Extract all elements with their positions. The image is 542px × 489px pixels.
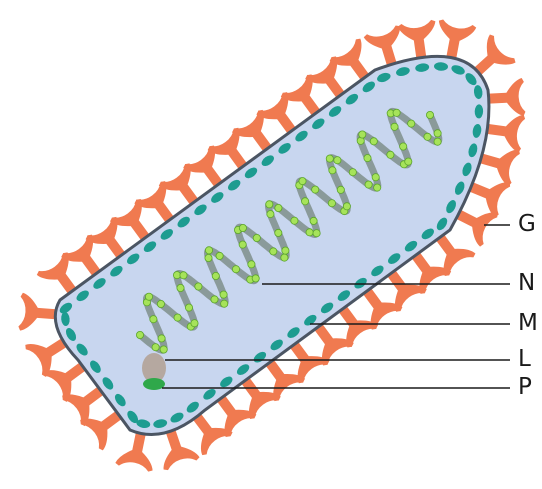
label-m: M	[518, 312, 538, 335]
nucleocapsid-bead-icon	[334, 157, 341, 164]
nucleocapsid-bead-icon	[391, 123, 398, 130]
nucleocapsid-bead-icon	[211, 296, 218, 303]
nucleocapsid-bead-icon	[312, 186, 319, 193]
nucleocapsid-bead-icon	[387, 151, 394, 158]
nucleocapsid-bead-icon	[248, 261, 255, 268]
nucleocapsid-bead-icon	[275, 204, 282, 211]
nucleocapsid-bead-icon	[349, 169, 356, 176]
nucleocapsid-bead-icon	[252, 275, 259, 282]
nucleocapsid-bead-icon	[239, 224, 246, 231]
nucleocapsid-bead-icon	[364, 155, 371, 162]
nucleocapsid-bead-icon	[205, 254, 212, 261]
p-protein-icon	[143, 378, 165, 390]
nucleocapsid-bead-icon	[270, 248, 277, 255]
nucleocapsid-bead-icon	[426, 111, 433, 118]
nucleocapsid-bead-icon	[302, 198, 309, 205]
nucleocapsid-bead-icon	[205, 247, 212, 254]
nucleocapsid-bead-icon	[185, 304, 192, 311]
glycoprotein-spike-icon	[486, 78, 526, 118]
nucleocapsid-bead-icon	[266, 201, 273, 208]
nucleocapsid-bead-icon	[145, 293, 152, 300]
glycoprotein-spike-icon	[18, 293, 59, 334]
nucleocapsid-bead-icon	[374, 184, 381, 191]
nucleocapsid-bead-icon	[365, 181, 372, 188]
nucleocapsid-bead-icon	[275, 229, 282, 236]
nucleocapsid-bead-icon	[310, 217, 317, 224]
nucleocapsid-bead-icon	[306, 229, 313, 236]
nucleocapsid-bead-icon	[299, 178, 306, 185]
nucleocapsid-bead-icon	[253, 234, 260, 241]
nucleocapsid-bead-icon	[281, 254, 288, 261]
nucleocapsid-bead-icon	[195, 283, 202, 290]
nucleocapsid-bead-icon	[180, 272, 187, 279]
nucleocapsid-bead-icon	[239, 241, 246, 248]
nucleocapsid-bead-icon	[434, 138, 441, 145]
label-l: L	[518, 348, 531, 371]
nucleocapsid-bead-icon	[313, 230, 320, 237]
nucleocapsid-bead-icon	[232, 266, 239, 273]
nucleocapsid-bead-icon	[337, 186, 344, 193]
nucleocapsid-bead-icon	[408, 120, 415, 127]
nucleocapsid-bead-icon	[400, 143, 407, 150]
nucleocapsid-bead-icon	[291, 217, 298, 224]
nucleocapsid-bead-icon	[191, 320, 198, 327]
nucleocapsid-bead-icon	[267, 211, 274, 218]
nucleocapsid-bead-icon	[177, 284, 184, 291]
nucleocapsid-bead-icon	[372, 174, 379, 181]
nucleocapsid-bead-icon	[282, 247, 289, 254]
nucleocapsid-bead-icon	[359, 131, 366, 138]
nucleocapsid-bead-icon	[158, 335, 165, 342]
nucleocapsid-bead-icon	[434, 130, 441, 137]
nucleocapsid-bead-icon	[424, 133, 431, 140]
nucleocapsid-bead-icon	[393, 109, 400, 116]
nucleocapsid-bead-icon	[160, 346, 167, 353]
nucleocapsid-bead-icon	[405, 158, 412, 165]
label-g: G	[518, 213, 536, 236]
nucleocapsid-bead-icon	[328, 200, 335, 207]
nucleocapsid-bead-icon	[329, 167, 336, 174]
nucleocapsid-bead-icon	[212, 272, 219, 279]
nucleocapsid-bead-icon	[152, 344, 159, 351]
nucleocapsid-bead-icon	[216, 252, 223, 259]
nucleocapsid-bead-icon	[174, 314, 181, 321]
nucleocapsid-bead-icon	[370, 138, 377, 145]
nucleocapsid-bead-icon	[157, 300, 164, 307]
nucleocapsid-bead-icon	[136, 331, 143, 338]
nucleocapsid-bead-icon	[326, 155, 333, 162]
nucleocapsid-bead-icon	[220, 291, 227, 298]
nucleocapsid-bead-icon	[221, 300, 228, 307]
nucleocapsid-bead-icon	[150, 316, 157, 323]
label-p: P	[518, 376, 532, 399]
label-n: N	[518, 272, 535, 295]
nucleocapsid-bead-icon	[343, 203, 350, 210]
